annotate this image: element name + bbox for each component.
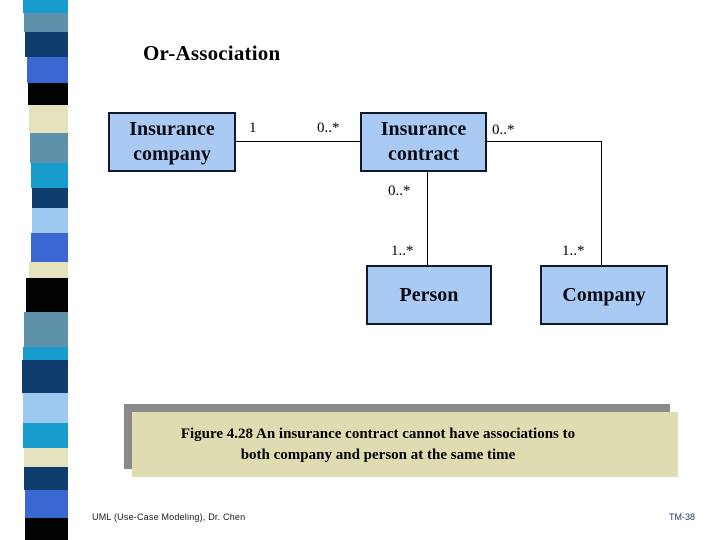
class-box-label: Insurance contract (380, 118, 467, 165)
decorative-ribbon (22, 0, 72, 540)
ribbon-segment (25, 32, 68, 57)
ribbon-segment (24, 312, 68, 347)
association-line-person-vertical (427, 172, 428, 265)
multiplicity-company-side: 1 (249, 120, 257, 136)
ribbon-segment (24, 13, 68, 32)
page-title: Or-Association (143, 41, 281, 65)
class-box-company: Company (540, 265, 668, 325)
multiplicity-person-branch: 0..* (388, 183, 411, 199)
multiplicity-company-branch: 0..* (492, 122, 515, 138)
ribbon-segment (24, 448, 68, 467)
class-box-label: Person (399, 283, 459, 306)
ribbon-segment (29, 105, 68, 133)
ribbon-segment (23, 393, 68, 423)
ribbon-segment (29, 262, 68, 278)
class-box-label: Insurance company (129, 118, 215, 165)
multiplicity-contract-side: 0..* (317, 120, 340, 136)
ribbon-segment (31, 233, 68, 262)
ribbon-segment (25, 490, 68, 518)
multiplicity-company-end: 1..* (562, 243, 585, 259)
ribbon-segment (30, 133, 68, 163)
association-line-contract-company (487, 141, 602, 142)
ribbon-segment (32, 208, 68, 233)
ribbon-segment (27, 57, 68, 83)
ribbon-segment (31, 163, 68, 188)
class-box-person: Person (366, 265, 492, 325)
footer-credit: UML (Use-Case Modeling), Dr. Chen (92, 512, 246, 522)
association-line-company-vertical (601, 141, 602, 265)
class-box-label: Company (562, 283, 646, 306)
ribbon-segment (23, 347, 68, 360)
class-box-insurance-company: Insurance company (108, 112, 236, 172)
ribbon-segment (32, 188, 68, 208)
ribbon-segment (23, 423, 68, 448)
ribbon-segment (26, 278, 68, 312)
footer-page-number: TM-38 (668, 512, 695, 522)
ribbon-segment (28, 83, 68, 105)
association-line-company-contract (236, 141, 360, 142)
ribbon-segment (22, 360, 68, 393)
multiplicity-person-end: 1..* (391, 243, 414, 259)
figure-caption-box: Figure 4.28 An insurance contract cannot… (132, 412, 678, 477)
ribbon-segment (25, 518, 68, 540)
class-box-insurance-contract: Insurance contract (360, 112, 487, 172)
ribbon-segment (24, 467, 68, 490)
ribbon-segment (23, 0, 68, 13)
figure-caption-text: Figure 4.28 An insurance contract cannot… (180, 425, 576, 463)
